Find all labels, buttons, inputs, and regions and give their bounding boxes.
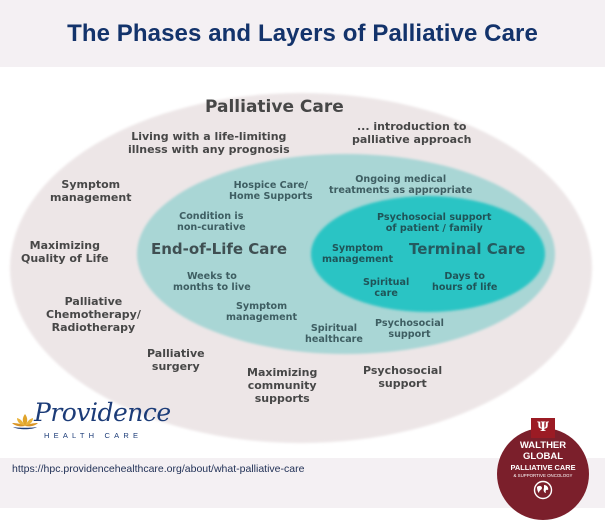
outer-heading: Palliative Care [205, 97, 344, 117]
label-line: Psychosocial support [377, 212, 492, 223]
outer-label: Palliative Chemotherapy/ Radiotherapy [46, 295, 141, 335]
inner-label: Symptom management [322, 243, 393, 266]
label-line: Palliative [147, 347, 205, 360]
inner-label: Psychosocial support of patient / family [377, 212, 492, 235]
source-url-link[interactable]: https://hpc.providencehealthcare.org/abo… [12, 463, 305, 475]
badge-line: & SUPPORTIVE ONCOLOGY [513, 473, 573, 478]
label-line: support [378, 376, 427, 390]
page-title: The Phases and Layers of Palliative Care [67, 20, 538, 47]
inner-ellipse-terminal-care [311, 196, 545, 312]
label-line: Symptom [61, 178, 121, 191]
walther-badge: Ψ WALTHER GLOBAL PALLIATIVE CARE & SUPPO… [497, 418, 589, 520]
label-line: of patient / family [385, 223, 483, 235]
header-band [0, 0, 605, 67]
label-line: Psychosocial [375, 318, 444, 329]
providence-wordmark: Providence [34, 398, 171, 427]
label-line: community [247, 378, 317, 392]
label-line: Ongoing medical [355, 174, 447, 185]
outer-label: Maximizing community supports [247, 366, 318, 406]
label-line: Quality of Life [21, 251, 109, 265]
badge-line: GLOBAL [522, 451, 564, 462]
label-line: supports [254, 391, 310, 405]
trident-icon: Ψ [531, 418, 555, 438]
label-line: Psychosocial [363, 364, 443, 377]
middle-label: Hospice Care/ Home Supports [229, 180, 313, 203]
label-line: Palliative [64, 295, 123, 308]
middle-label: Condition is non-curative [177, 211, 246, 234]
label-line: management [50, 190, 132, 204]
inner-label: Spiritual care [363, 277, 409, 300]
providence-logo: Providence HEALTH CARE [12, 398, 171, 448]
label-line: support [388, 329, 431, 341]
label-line: care [374, 288, 398, 300]
label-line: months to live [173, 282, 251, 294]
outer-label: Living with a life-limiting illness with… [128, 130, 290, 157]
outer-label: Symptom management [50, 178, 132, 205]
label-line: Chemotherapy/ [46, 307, 141, 321]
label-line: illness with any prognosis [128, 142, 290, 156]
label-line: surgery [151, 359, 200, 373]
label-line: palliative approach [352, 132, 472, 146]
label-line: ... introduction to [356, 120, 467, 133]
label-line: Maximizing [247, 366, 318, 379]
nested-ellipse-diagram [10, 93, 592, 443]
label-line: Symptom [331, 243, 384, 254]
providence-subtitle: HEALTH CARE [44, 431, 143, 440]
label-line: Maximizing [29, 239, 100, 252]
label-line: Weeks to [186, 271, 237, 282]
label-line: management [226, 312, 298, 324]
middle-label: Ongoing medical treatments as appropriat… [329, 174, 472, 197]
middle-label: Symptom management [226, 301, 297, 324]
badge-line: WALTHER [519, 440, 567, 451]
outer-label: Maximizing Quality of Life [21, 239, 109, 266]
label-line: Spiritual [310, 323, 358, 334]
label-line: Condition is [179, 211, 244, 222]
label-line: healthcare [305, 334, 363, 346]
lotus-icon [12, 414, 38, 430]
middle-heading: End-of-Life Care [151, 240, 288, 258]
outer-label: ... introduction to palliative approach [352, 120, 472, 147]
outer-label: Psychosocial support [363, 364, 443, 391]
label-line: Radiotherapy [51, 320, 136, 334]
badge-line: PALLIATIVE CARE [510, 463, 576, 472]
label-line: hours of life [432, 282, 498, 294]
outer-label: Palliative surgery [147, 347, 205, 374]
label-line: Spiritual [363, 277, 410, 288]
inner-heading: Terminal Care [409, 240, 526, 258]
label-line: management [322, 254, 394, 266]
middle-label: Weeks to months to live [173, 271, 251, 294]
badge-circle [497, 428, 589, 520]
inner-label: Days to hours of life [432, 271, 497, 294]
label-line: Hospice Care/ [233, 180, 308, 191]
globe-icon [533, 480, 553, 500]
label-line: non-curative [177, 222, 246, 234]
label-line: Symptom [235, 301, 288, 312]
middle-label: Psychosocial support [375, 318, 444, 341]
label-line: treatments as appropriate [329, 185, 473, 197]
label-line: Home Supports [229, 191, 313, 203]
label-line: Living with a life-limiting [131, 130, 287, 143]
label-line: Days to [444, 271, 486, 282]
middle-label: Spiritual healthcare [305, 323, 363, 346]
